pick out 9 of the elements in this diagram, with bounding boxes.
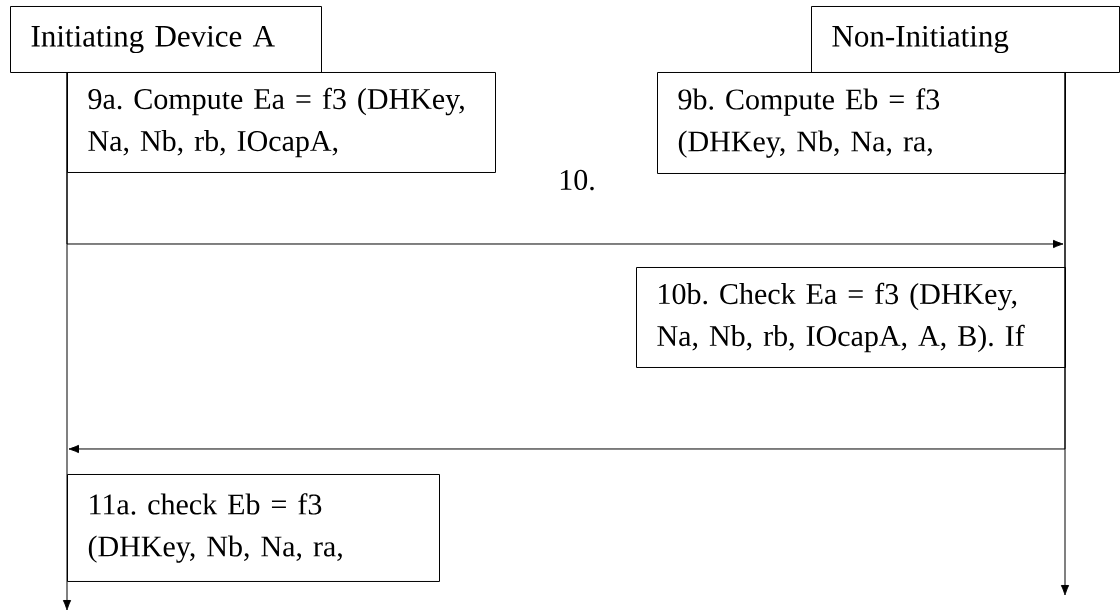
step-box: 9a. Compute Ea = f3 (DHKey, Na, Nb, rb, IOcapA, (67, 72, 496, 173)
step-box: 9b. Compute Eb = f3 (DHKey, Nb, Na, ra, (657, 72, 1066, 174)
participant-box: Non-Initiating (811, 6, 1120, 73)
edge-label: 10. (555, 166, 599, 194)
message-arrow (66, 71, 1064, 249)
step-box: 10b. Check Ea = f3 (DHKey, Na, Nb, rb, IOcapA, A, B). If (636, 267, 1066, 368)
message-arrow (68, 71, 1066, 454)
participant-box: Initiating Device A (10, 6, 322, 73)
step-box: 11a. check Eb = f3 (DHKey, Nb, Na, ra, (67, 474, 440, 582)
